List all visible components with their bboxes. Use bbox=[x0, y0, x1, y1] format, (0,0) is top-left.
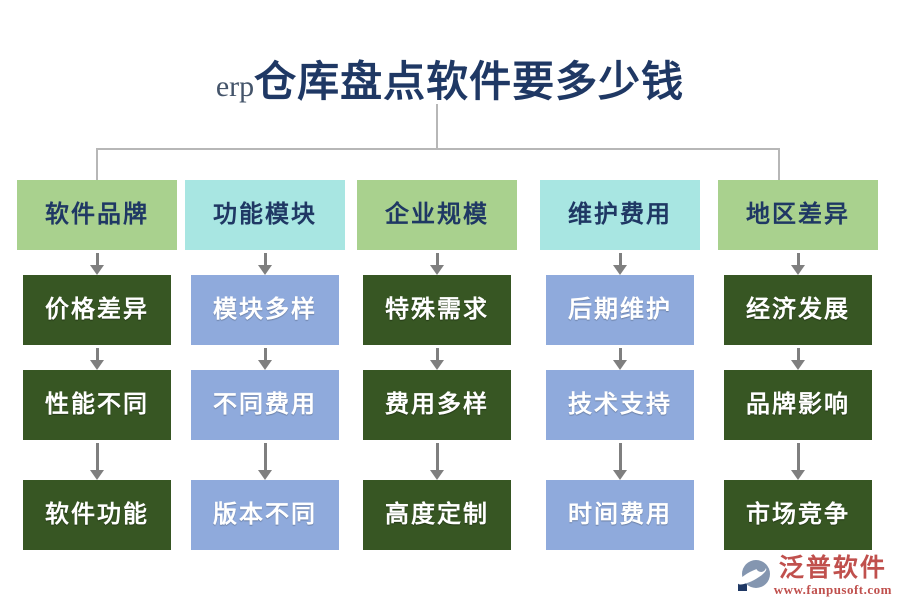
connector-drop-left bbox=[96, 150, 98, 180]
down-arrow-icon bbox=[363, 345, 511, 370]
item-box: 时间费用 bbox=[546, 480, 694, 550]
column-function-modules: 功能模块 模块多样 不同费用 版本不同 bbox=[185, 180, 345, 550]
down-arrow-icon bbox=[191, 440, 339, 480]
item-box: 性能不同 bbox=[23, 370, 171, 440]
header-box: 维护费用 bbox=[540, 180, 700, 250]
item-box: 经济发展 bbox=[724, 275, 872, 345]
item-box: 后期维护 bbox=[546, 275, 694, 345]
down-arrow-icon bbox=[724, 250, 872, 275]
connector-stem bbox=[436, 104, 438, 150]
header-box: 地区差异 bbox=[718, 180, 878, 250]
item-box: 不同费用 bbox=[191, 370, 339, 440]
item-box: 费用多样 bbox=[363, 370, 511, 440]
item-box: 品牌影响 bbox=[724, 370, 872, 440]
item-box: 模块多样 bbox=[191, 275, 339, 345]
item-box: 价格差异 bbox=[23, 275, 171, 345]
down-arrow-icon bbox=[191, 250, 339, 275]
down-arrow-icon bbox=[191, 345, 339, 370]
header-box: 企业规模 bbox=[357, 180, 517, 250]
down-arrow-icon bbox=[546, 345, 694, 370]
fanpu-logo-icon bbox=[737, 559, 770, 591]
down-arrow-icon bbox=[724, 345, 872, 370]
title-main: 仓库盘点软件要多少钱 bbox=[254, 60, 685, 106]
connector-horizontal bbox=[96, 148, 780, 150]
column-enterprise-scale: 企业规模 特殊需求 费用多样 高度定制 bbox=[357, 180, 517, 550]
column-region-difference: 地区差异 经济发展 品牌影响 市场竞争 bbox=[718, 180, 878, 550]
fanpu-watermark[interactable]: 泛普软件 www.fanpusoft.com bbox=[737, 554, 892, 597]
item-box: 特殊需求 bbox=[363, 275, 511, 345]
down-arrow-icon bbox=[724, 440, 872, 480]
column-maintenance-cost: 维护费用 后期维护 技术支持 时间费用 bbox=[540, 180, 700, 550]
down-arrow-icon bbox=[23, 345, 171, 370]
title-prefix: erp bbox=[215, 70, 255, 103]
down-arrow-icon bbox=[23, 250, 171, 275]
column-software-brand: 软件品牌 价格差异 性能不同 软件功能 bbox=[17, 180, 177, 550]
watermark-url[interactable]: www.fanpusoft.com bbox=[773, 582, 892, 597]
down-arrow-icon bbox=[23, 440, 171, 480]
down-arrow-icon bbox=[363, 440, 511, 480]
down-arrow-icon bbox=[546, 440, 694, 480]
watermark-brand: 泛普软件 bbox=[778, 554, 887, 582]
header-box: 功能模块 bbox=[185, 180, 345, 250]
item-box: 软件功能 bbox=[23, 480, 171, 550]
item-box: 市场竞争 bbox=[724, 480, 872, 550]
item-box: 高度定制 bbox=[363, 480, 511, 550]
header-box: 软件品牌 bbox=[17, 180, 177, 250]
down-arrow-icon bbox=[546, 250, 694, 275]
page-title: erp仓库盘点软件要多少钱 bbox=[0, 48, 900, 109]
connector-drop-right bbox=[778, 150, 780, 180]
item-box: 技术支持 bbox=[546, 370, 694, 440]
down-arrow-icon bbox=[363, 250, 511, 275]
item-box: 版本不同 bbox=[191, 480, 339, 550]
